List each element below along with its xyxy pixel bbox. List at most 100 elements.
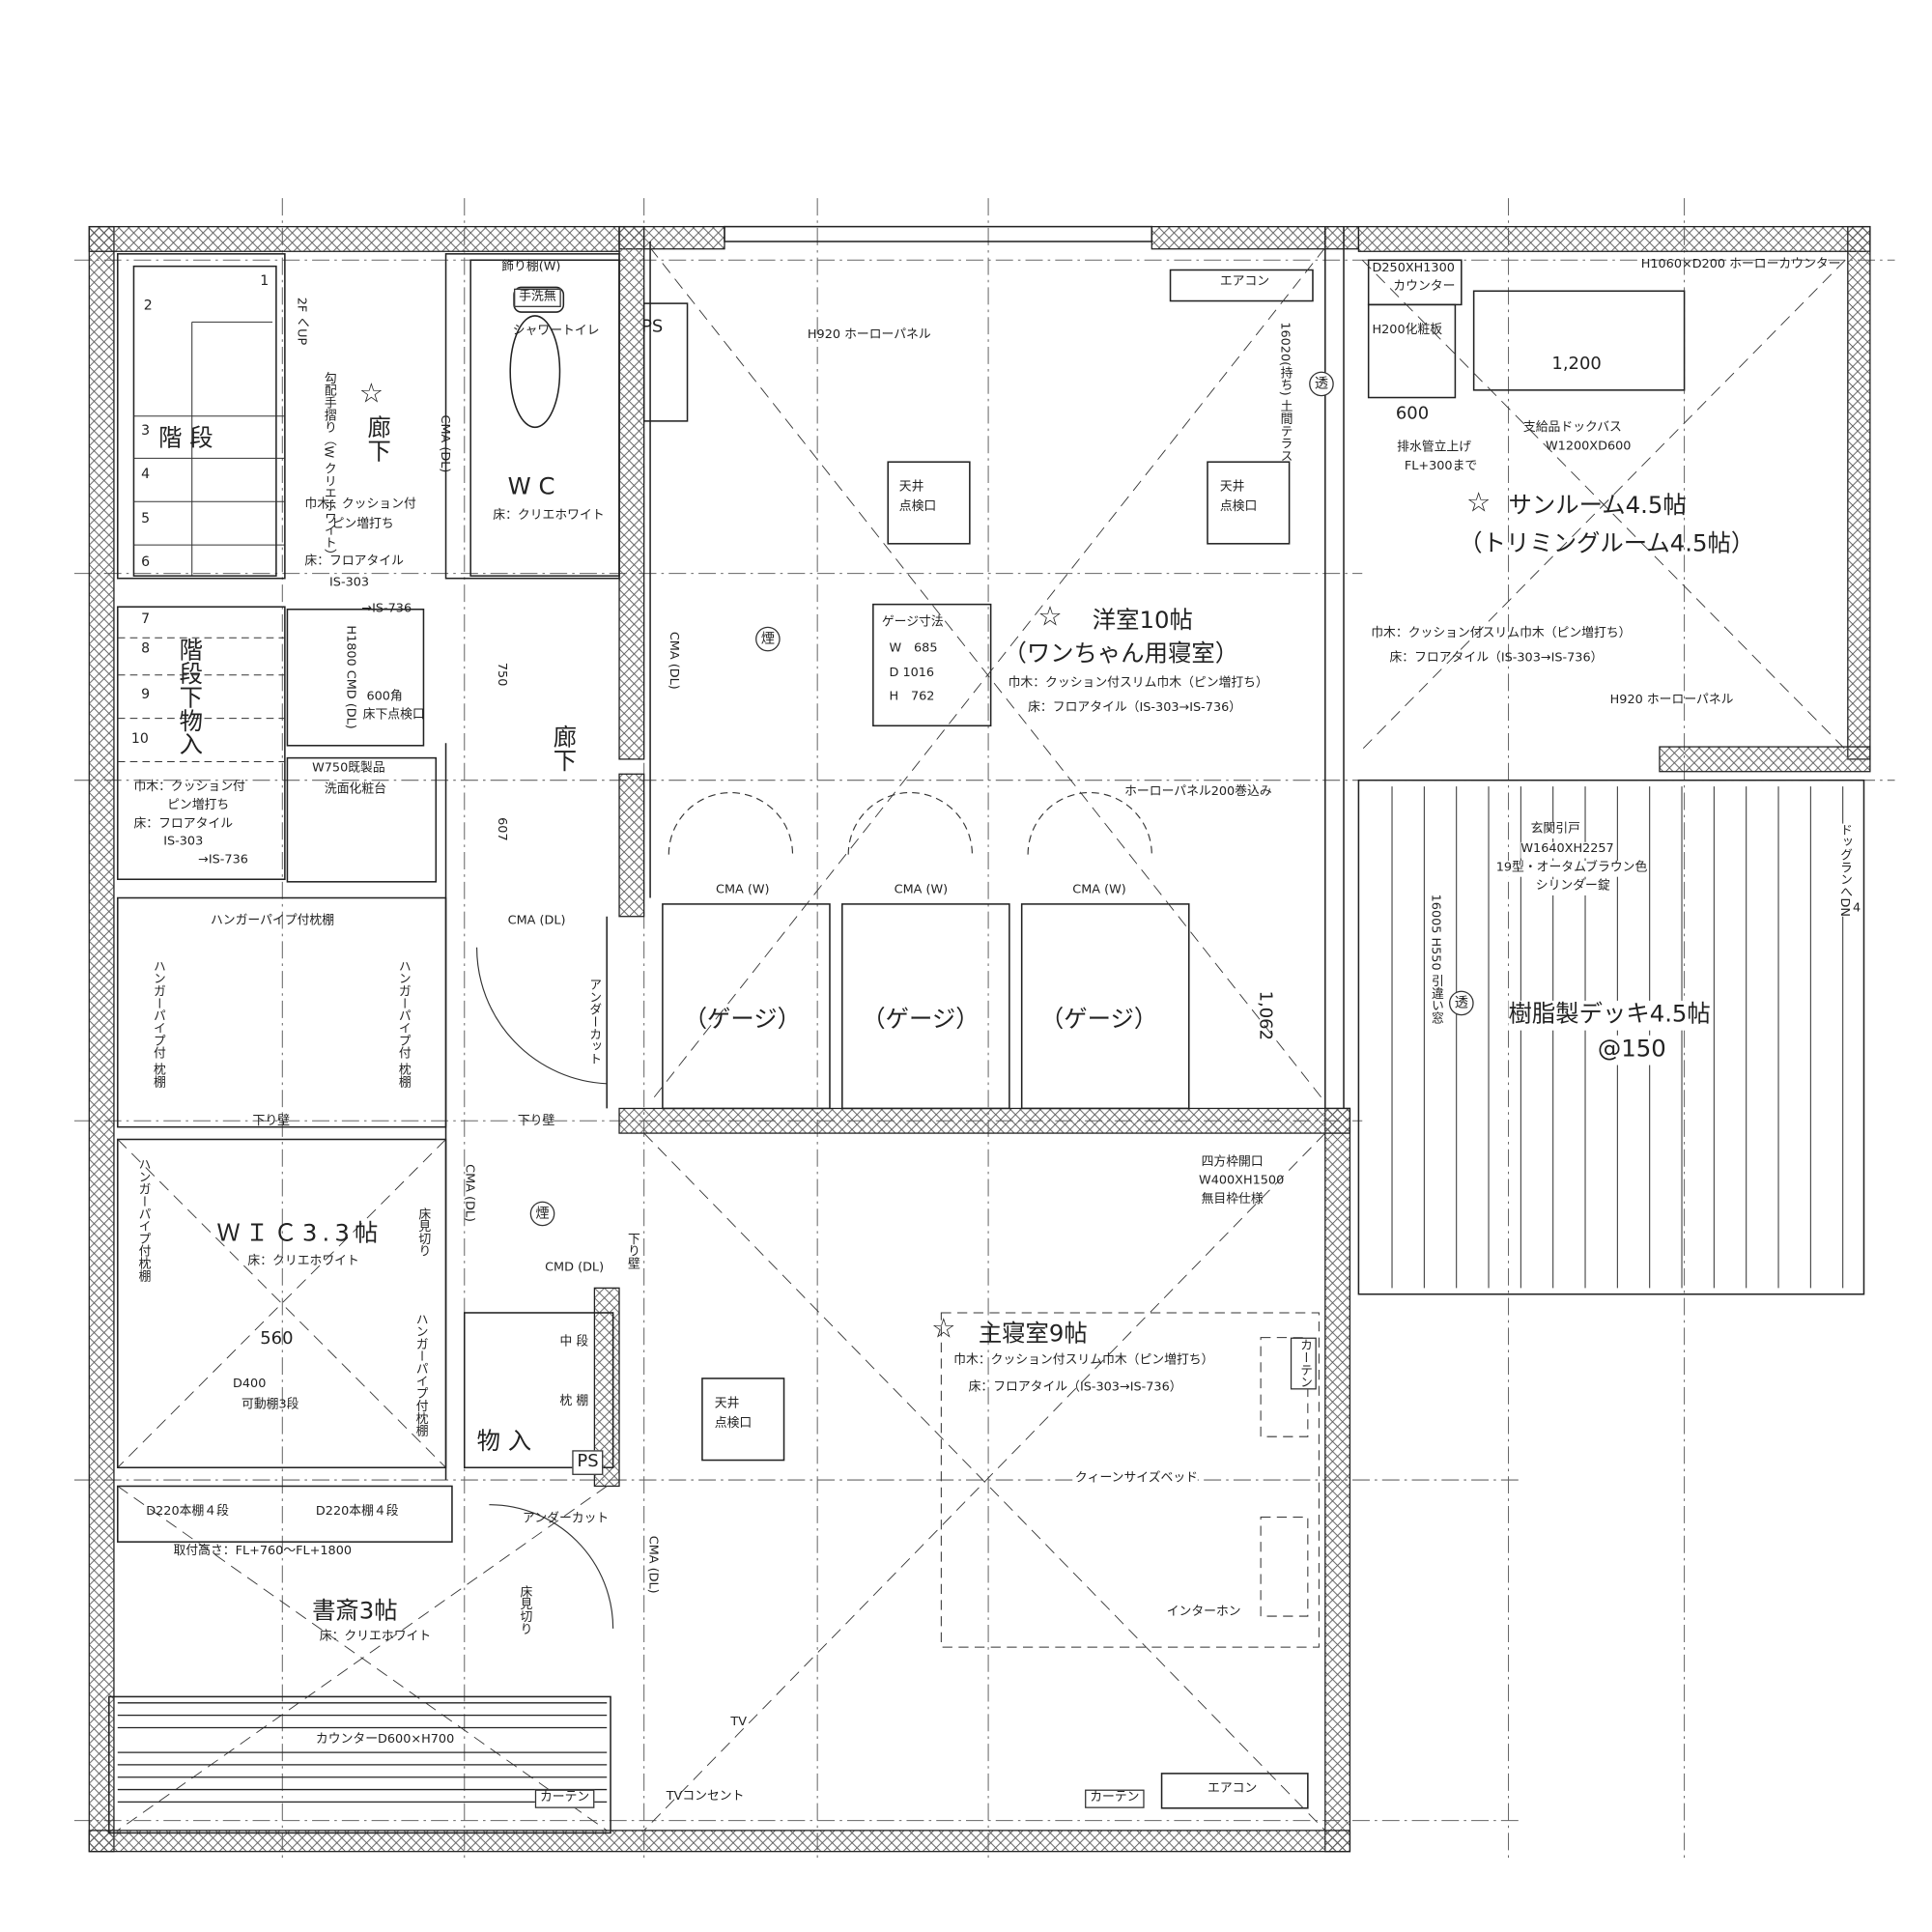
ceiling-hatch-label-2: 点検口: [1219, 499, 1258, 515]
study-counter: カウンターD600×H700: [315, 1732, 455, 1748]
hall-undercut: アンダーカット: [586, 978, 601, 1065]
under-stair-baseboard: 巾木：クッション付: [133, 780, 245, 794]
star-icon: ☆: [1465, 488, 1492, 520]
tv-outlet-label: TVコンセント: [666, 1789, 745, 1804]
under-stair-floor-2: IS-303: [163, 835, 204, 849]
door-swings: [476, 792, 1152, 1629]
stairs-up-note: 2F へUP: [294, 297, 308, 346]
star-icon: ☆: [1037, 602, 1063, 634]
wic-cma: CMA (DL): [462, 1164, 476, 1223]
under-stair-baseboard-2: ピン増打ち: [167, 798, 230, 813]
hall-floor-3: →IS-736: [361, 602, 412, 616]
vanity-size: W750既製品: [312, 761, 385, 776]
stair-treads: [117, 321, 285, 762]
master-curtain: カーテン: [1085, 1789, 1145, 1808]
sunroom-baseboard: 巾木：クッション付スリム巾木（ピン増打ち）: [1371, 626, 1632, 640]
wic-shelf-depth: D400: [233, 1377, 267, 1391]
stair-step-8: 8: [141, 639, 151, 657]
stair-step-10: 10: [130, 730, 149, 748]
deck-steps: 4: [1852, 901, 1861, 916]
western-cma: CMA (DL): [667, 631, 681, 690]
soffit-vertical-label: 下り壁: [624, 1232, 639, 1270]
hall-dim-607: 607: [495, 817, 509, 841]
deck-pitch: @150: [1597, 1035, 1666, 1065]
western-aircon: エアコン: [1219, 274, 1270, 289]
ps-top-label: PS: [641, 317, 664, 337]
smoke-detector-icon: 煙: [755, 626, 781, 652]
master-baseboard: 巾木：クッション付スリム巾木（ピン増打ち）: [953, 1353, 1214, 1368]
small-counter-size: D250XH1300: [1372, 261, 1455, 275]
closet-shelf-right: ハンガーパイプ付 枕棚: [395, 959, 410, 1088]
tv-label: TV: [730, 1715, 748, 1729]
bath-dim-1200: 1,200: [1551, 354, 1602, 375]
master-aircon: エアコン: [1207, 1781, 1258, 1796]
study-label: 書斎3帖: [312, 1597, 398, 1626]
study-cma: CMA (DL): [645, 1535, 660, 1594]
wic-shelf-left: ハンガーパイプ付枕棚: [135, 1157, 150, 1282]
cage-label: （ゲージ）: [1039, 1006, 1158, 1034]
enamel-counter: H1060×D200 ホーローカウンター: [1640, 257, 1841, 271]
stair-step-2: 2: [143, 297, 153, 314]
opening-line-1: 四方枠開口: [1201, 1155, 1264, 1170]
western-room-label: 洋室10帖: [1092, 607, 1193, 635]
transparent-glass-icon: 透: [1448, 990, 1474, 1016]
ceiling-hatch-label: 天井: [898, 480, 924, 495]
soffit-label-1: 下り壁: [252, 1114, 290, 1128]
study-floor-trim: 床見切り: [517, 1585, 531, 1635]
smoke-detector-icon: 煙: [529, 1201, 555, 1227]
wc-label: W C: [507, 472, 555, 500]
counter-lines: [117, 1702, 608, 1804]
study-floor: 床：クリエホワイト: [319, 1630, 432, 1644]
soffit-label-2: 下り壁: [517, 1114, 555, 1128]
gauge-depth: D 1016: [889, 666, 935, 680]
western-room-sub: （ワンちゃん用寝室）: [1003, 639, 1239, 668]
dog-bath-label: 支給品ドックバス: [1522, 420, 1622, 435]
wic-shelf-right: ハンガーパイプ付枕棚: [412, 1312, 427, 1437]
wic-dim-560: 560: [260, 1328, 294, 1350]
hall-baseboard: 巾木：クッション付: [304, 497, 416, 512]
entry-door-size: W1640XH2257: [1520, 841, 1614, 858]
hall-upper-label: 廊下: [363, 414, 391, 463]
entry-door-spec: 19型・オータムブラウン色: [1495, 861, 1648, 877]
stair-step-6: 6: [141, 554, 151, 570]
star-icon: ☆: [931, 1314, 956, 1346]
under-stair-cmd: H1800 CMD (DL): [343, 625, 357, 729]
panel-wrap-note: ホーローパネル200巻込み: [1124, 784, 1272, 799]
stair-step-9: 9: [141, 686, 151, 702]
wc-shelf: 飾り棚(W): [501, 260, 561, 274]
stair-step-4: 4: [141, 466, 151, 482]
cage-label: （ゲージ）: [683, 1006, 802, 1034]
study-undercut: アンダーカット: [523, 1512, 610, 1526]
study-curtain: カーテン: [534, 1789, 595, 1808]
hall-baseboard-2: ピン増打ち: [331, 517, 394, 531]
interior-walls: [108, 225, 1865, 1834]
ceiling-hatch-label-2: 点検口: [898, 499, 937, 515]
small-counter-label: カウンター: [1393, 279, 1456, 294]
hall-lower-label: 廊下: [549, 724, 578, 772]
opening-line-2: W400XH1500: [1199, 1174, 1285, 1188]
storage-mid-shelf: 中 段: [559, 1335, 589, 1350]
exterior-walls: [88, 225, 1871, 1853]
storage-pillow-shelf: 枕 棚: [559, 1394, 589, 1408]
dogrun-down-note: ドッグランへDN: [1834, 823, 1852, 917]
cmd-dl-label: CMD (DL): [545, 1261, 605, 1275]
closet-shelf-left: ハンガーパイプ付 枕棚: [150, 959, 164, 1088]
wc-no-sink: 手洗無: [514, 288, 561, 307]
gauge-height: H 762: [889, 690, 935, 704]
under-stair-floor: 床：フロアタイル: [133, 817, 234, 832]
stair-step-5: 5: [141, 510, 151, 526]
wic-movable-shelf: 可動棚3段: [241, 1398, 299, 1412]
wc-floor: 床：クリエホワイト: [493, 508, 605, 524]
floor-hatch-label: 床下点検口: [362, 708, 425, 723]
star-icon: ☆: [358, 379, 384, 411]
wic-label: ＷＩＣ3.3帖: [216, 1219, 384, 1248]
western-floor: 床：フロアタイル（IS-303→IS-736）: [1028, 700, 1242, 715]
entry-door-lock: シリンダー錠: [1535, 879, 1610, 895]
cage-label: （ゲージ）: [862, 1006, 980, 1034]
wic-floor: 床：クリエホワイト: [247, 1254, 359, 1268]
western-baseboard: 巾木：クッション付スリム巾木（ピン増打ち）: [1008, 675, 1268, 691]
study-bookshelf-2: D220本棚４段: [315, 1504, 399, 1519]
dog-bath-size: W1200XD600: [1545, 440, 1632, 454]
